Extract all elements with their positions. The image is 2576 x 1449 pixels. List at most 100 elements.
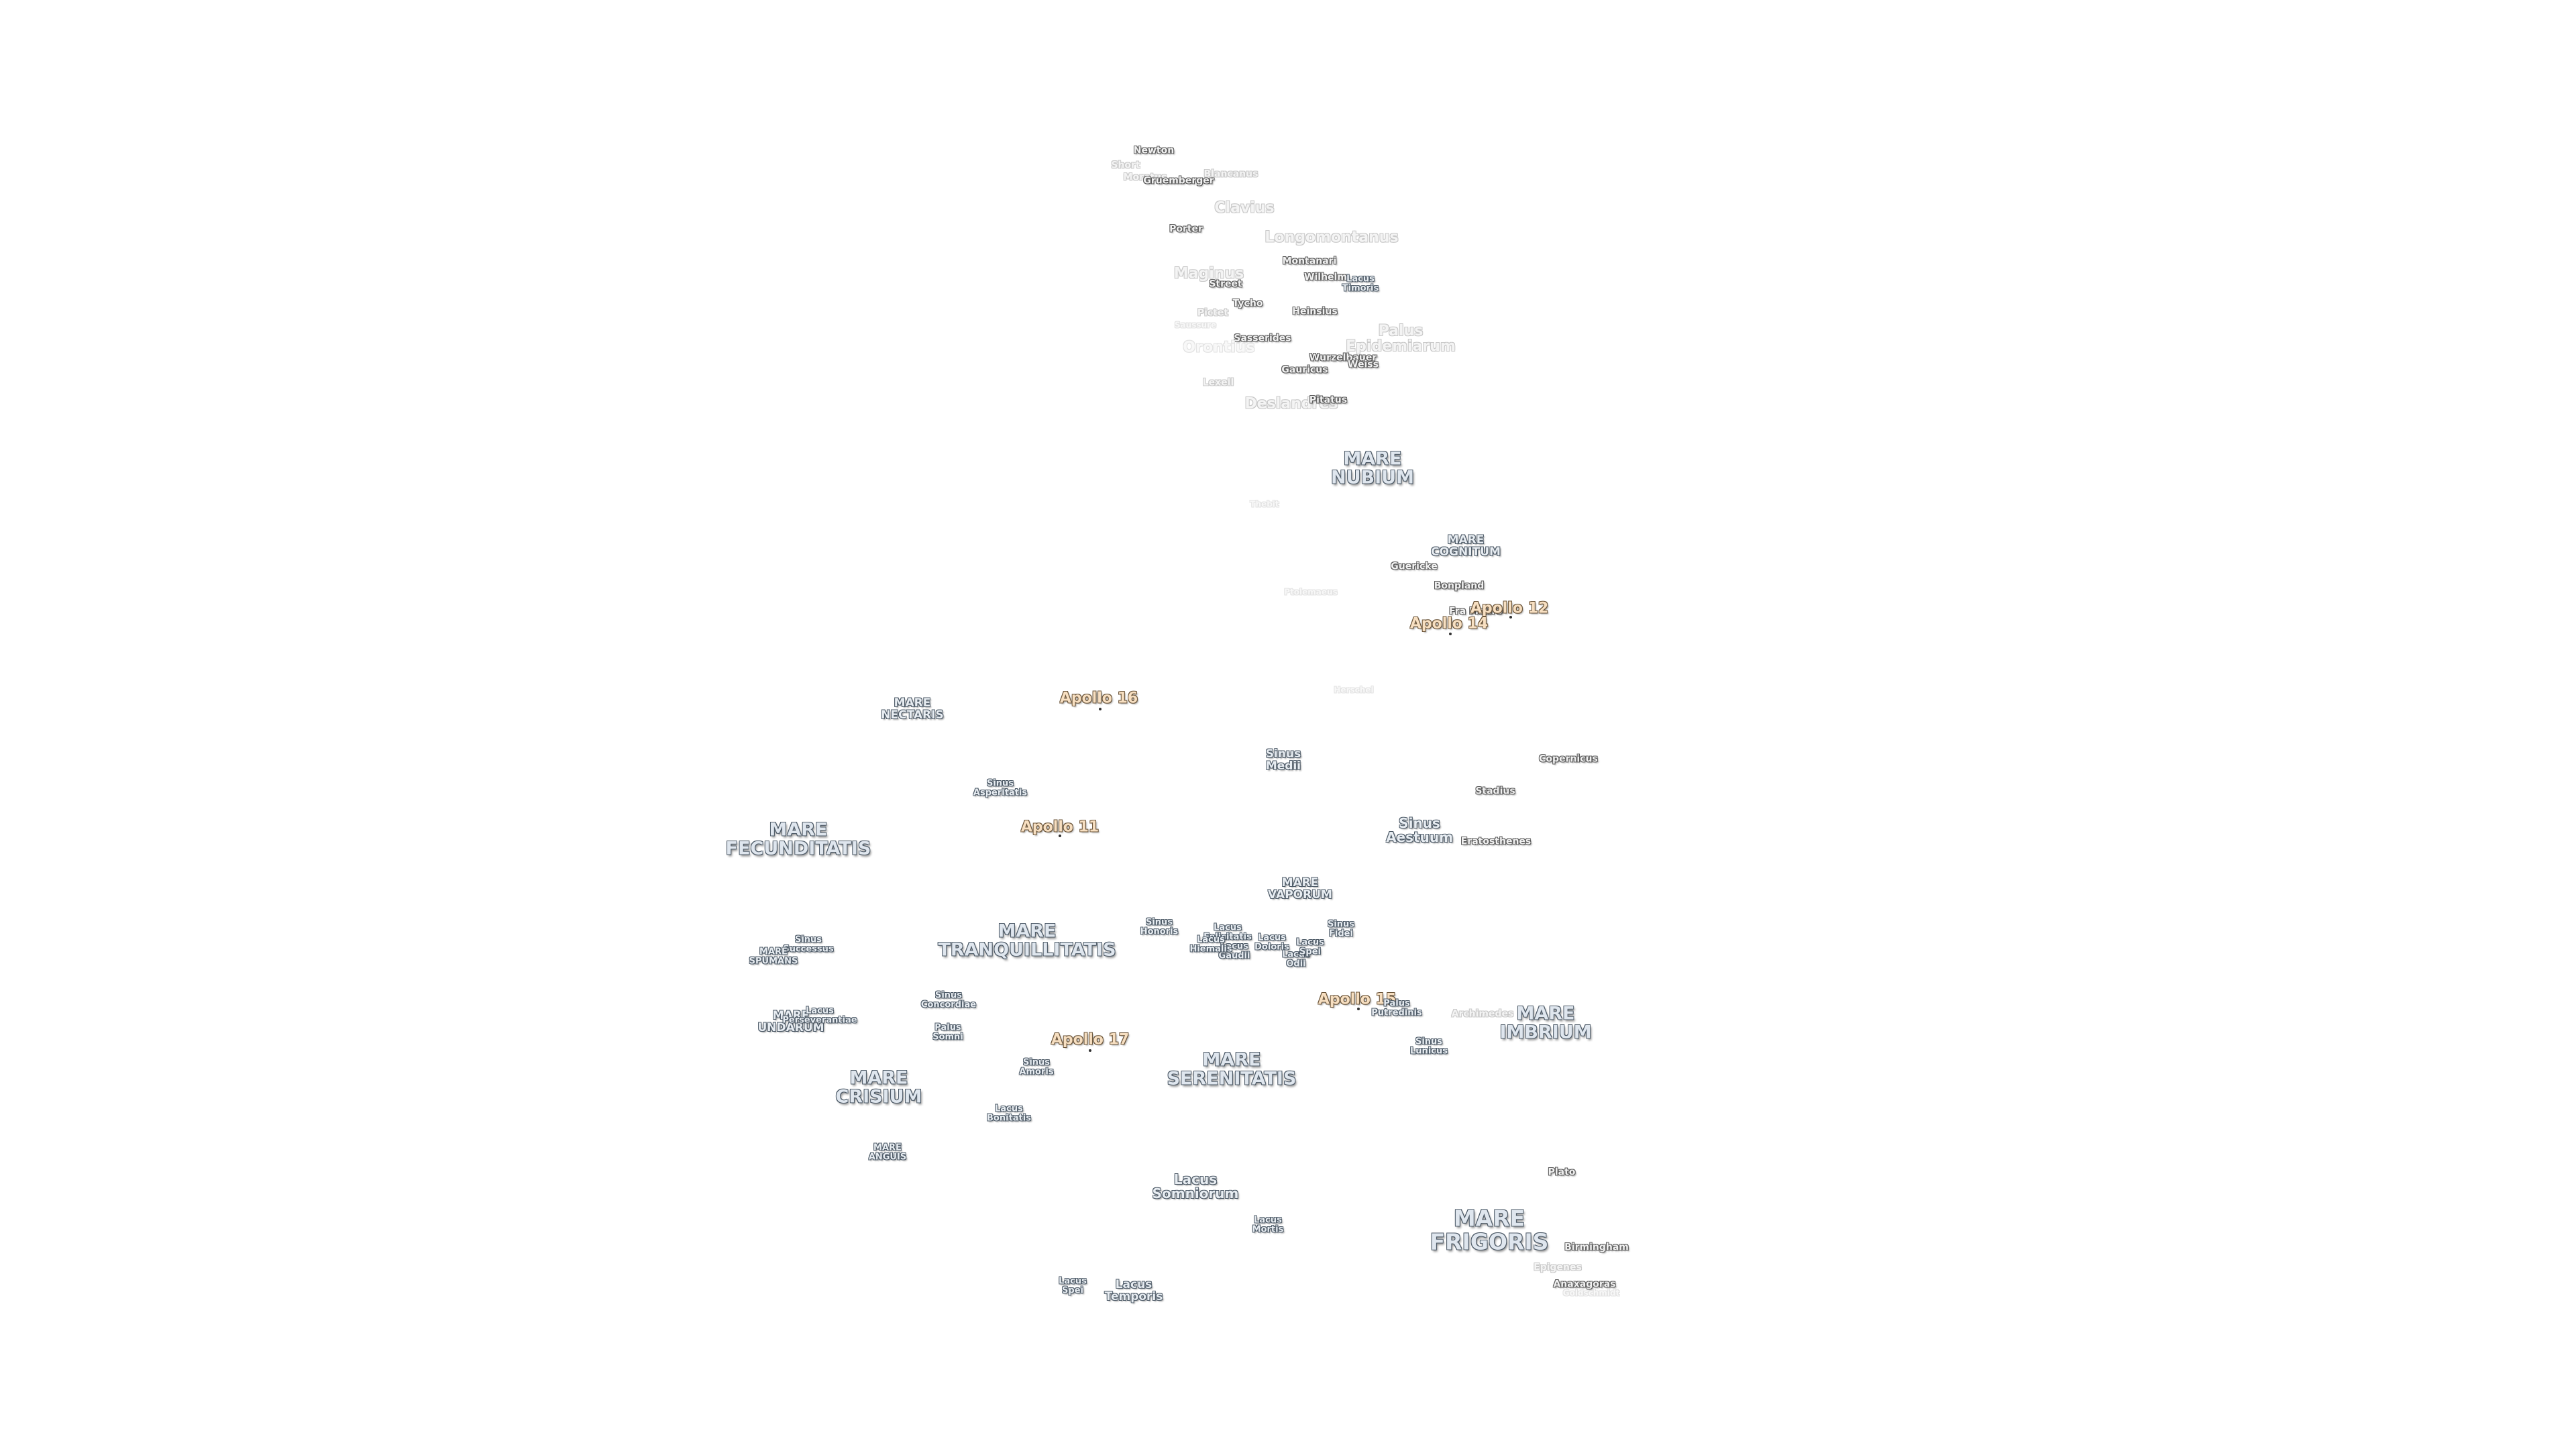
map-label-longomontanus[interactable]: Longomontanus — [1265, 229, 1398, 245]
map-label-text: Blancanus — [1203, 168, 1258, 180]
map-label-apollo-14[interactable]: Apollo 14 — [1410, 616, 1488, 631]
map-label-archimedes[interactable]: Archimedes — [1452, 1009, 1514, 1020]
map-label-text: Sinus — [1265, 747, 1301, 761]
map-label-plato[interactable]: Plato — [1548, 1167, 1576, 1178]
map-label-herschel[interactable]: Herschel — [1334, 686, 1373, 695]
map-label-tycho[interactable]: Tycho — [1233, 299, 1263, 309]
map-label-deslandres[interactable]: Deslandres — [1245, 396, 1338, 411]
map-label-heinsius[interactable]: Heinsius — [1292, 307, 1337, 317]
map-label-thebit[interactable]: Thebit — [1250, 500, 1279, 509]
map-label-gauricus[interactable]: Gauricus — [1281, 365, 1328, 376]
map-label-apollo-15[interactable]: Apollo 15 — [1318, 991, 1396, 1007]
map-label-sasserides[interactable]: Sasserides — [1234, 333, 1291, 344]
map-label-text: Clavius — [1214, 199, 1275, 217]
map-label-gruemberger[interactable]: Gruemberger — [1143, 176, 1214, 186]
map-label-text: Weiss — [1348, 359, 1379, 370]
map-label-clavius[interactable]: Clavius — [1214, 200, 1274, 215]
map-label-orontius[interactable]: Orontius — [1183, 339, 1254, 355]
map-label-saussure[interactable]: Saussure — [1175, 321, 1216, 330]
map-label-short[interactable]: Short — [1111, 160, 1140, 171]
map-label-wurzelbauer[interactable]: Wurzelbauer — [1309, 353, 1377, 364]
map-label-moretus[interactable]: Moretus — [1124, 172, 1167, 183]
map-label-newton[interactable]: Newton — [1134, 146, 1174, 156]
map-label-epigenes[interactable]: Epigenes — [1534, 1263, 1582, 1273]
map-label-apollo-17[interactable]: Apollo 17 — [1051, 1032, 1129, 1047]
map-label-text: Sinus — [1327, 919, 1355, 930]
map-label-pictet[interactable]: Pictet — [1197, 308, 1228, 319]
map-label-bonpland[interactable]: Bonpland — [1434, 581, 1485, 592]
map-label-street[interactable]: Street — [1209, 279, 1242, 290]
map-label-weiss[interactable]: Weiss — [1348, 360, 1379, 370]
map-label-text: Pitatus — [1309, 394, 1348, 406]
map-label-pitatus[interactable]: Pitatus — [1309, 394, 1348, 406]
map-label-blancanus[interactable]: Blancanus — [1203, 168, 1258, 180]
map-label-text: Temporis — [1104, 1290, 1163, 1303]
map-label-apollo-11[interactable]: Apollo 11 — [1021, 819, 1099, 835]
map-label-montanari[interactable]: Montanari — [1283, 256, 1337, 267]
map-label-apollo-16[interactable]: Apollo 16 — [1060, 690, 1138, 706]
map-label-anaxagoras[interactable]: Anaxagoras — [1553, 1279, 1615, 1290]
map-label-text: Sinus — [986, 778, 1014, 789]
map-label-text: Gaudii — [1218, 951, 1250, 961]
map-label-text: Longomontanus — [1265, 229, 1399, 246]
map-label-text: MARE — [1343, 448, 1402, 470]
map-label-fra-mauro[interactable]: Fra Mauro — [1449, 606, 1503, 617]
landing-site-marker-icon — [1449, 633, 1452, 635]
map-label-apollo-12[interactable]: Apollo 12 — [1470, 600, 1548, 616]
map-label-wilhelm[interactable]: Wilhelm — [1304, 272, 1347, 283]
map-label-birmingham[interactable]: Birmingham — [1564, 1242, 1629, 1253]
map-label-porter[interactable]: Porter — [1169, 224, 1203, 235]
map-label-guericke[interactable]: Guericke — [1391, 561, 1437, 572]
map-label-text: Lacus — [1220, 941, 1248, 952]
map-label-copernicus[interactable]: Copernicus — [1539, 754, 1598, 765]
map-label-ptolemaeus[interactable]: Ptolemaeus — [1284, 588, 1337, 597]
map-label-text: CRISIUM — [835, 1087, 922, 1108]
map-label-text: Doloris — [1254, 942, 1289, 952]
map-label-lexell[interactable]: Lexell — [1203, 378, 1234, 388]
map-label-stadius[interactable]: Stadius — [1475, 786, 1515, 797]
map-label-goldschmidt[interactable]: Goldschmidt — [1563, 1289, 1620, 1298]
map-label-text: Epidemiarum — [1346, 338, 1456, 355]
map-label-maginus[interactable]: Maginus — [1174, 266, 1244, 281]
map-label-eratosthenes[interactable]: Eratosthenes — [1461, 837, 1532, 847]
